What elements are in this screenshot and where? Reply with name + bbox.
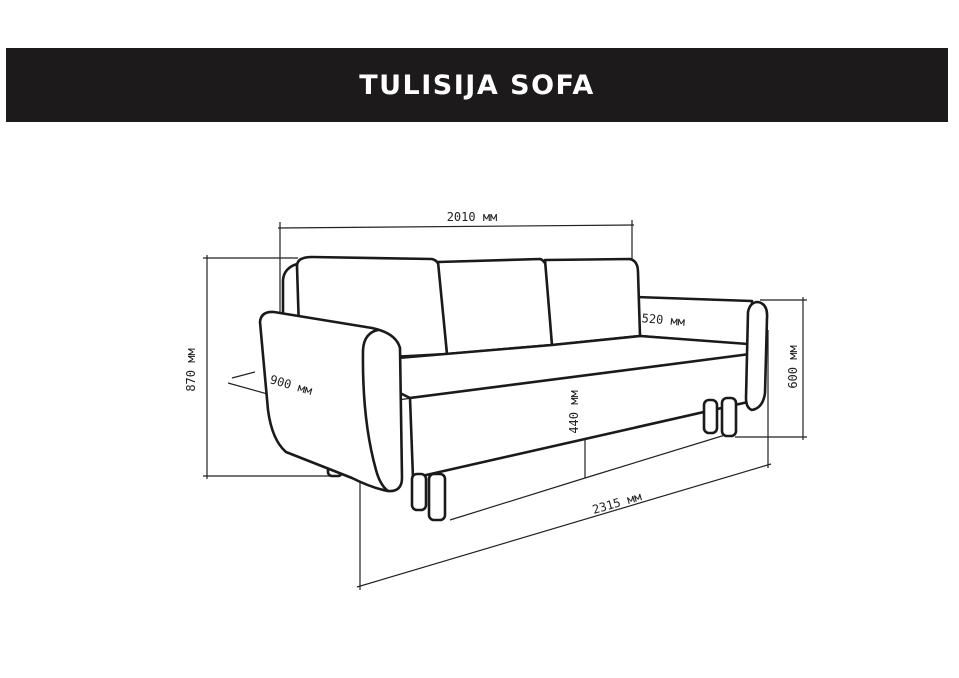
- title-banner: TULISIJA SOFA: [6, 48, 948, 122]
- leg-left-1: [410, 472, 428, 512]
- leg-front-right: [720, 396, 738, 438]
- width-label: 2010 мм: [447, 210, 498, 224]
- seat-height-label: 440 мм: [567, 390, 581, 433]
- leg-left-2: [427, 472, 447, 522]
- arm-height-label: 600 мм: [786, 345, 800, 388]
- left-arm-side: [258, 310, 404, 493]
- back-cushion-right: [543, 257, 642, 347]
- leg-back-right: [702, 398, 719, 435]
- page-title: TULISIJA SOFA: [359, 69, 595, 101]
- sleeping-length-dimension-line: [356, 463, 772, 588]
- left-arm-front-curve: [361, 328, 390, 493]
- width-dimension-line: [277, 224, 635, 229]
- back-cushion-middle: [436, 257, 554, 356]
- height-label: 870 мм: [184, 348, 198, 391]
- sofa-drawing: [258, 255, 769, 522]
- sleeping-length-label: 2315 мм: [591, 489, 643, 516]
- right-arm-front: [744, 300, 769, 412]
- seat-depth-label: 520 мм: [641, 311, 685, 329]
